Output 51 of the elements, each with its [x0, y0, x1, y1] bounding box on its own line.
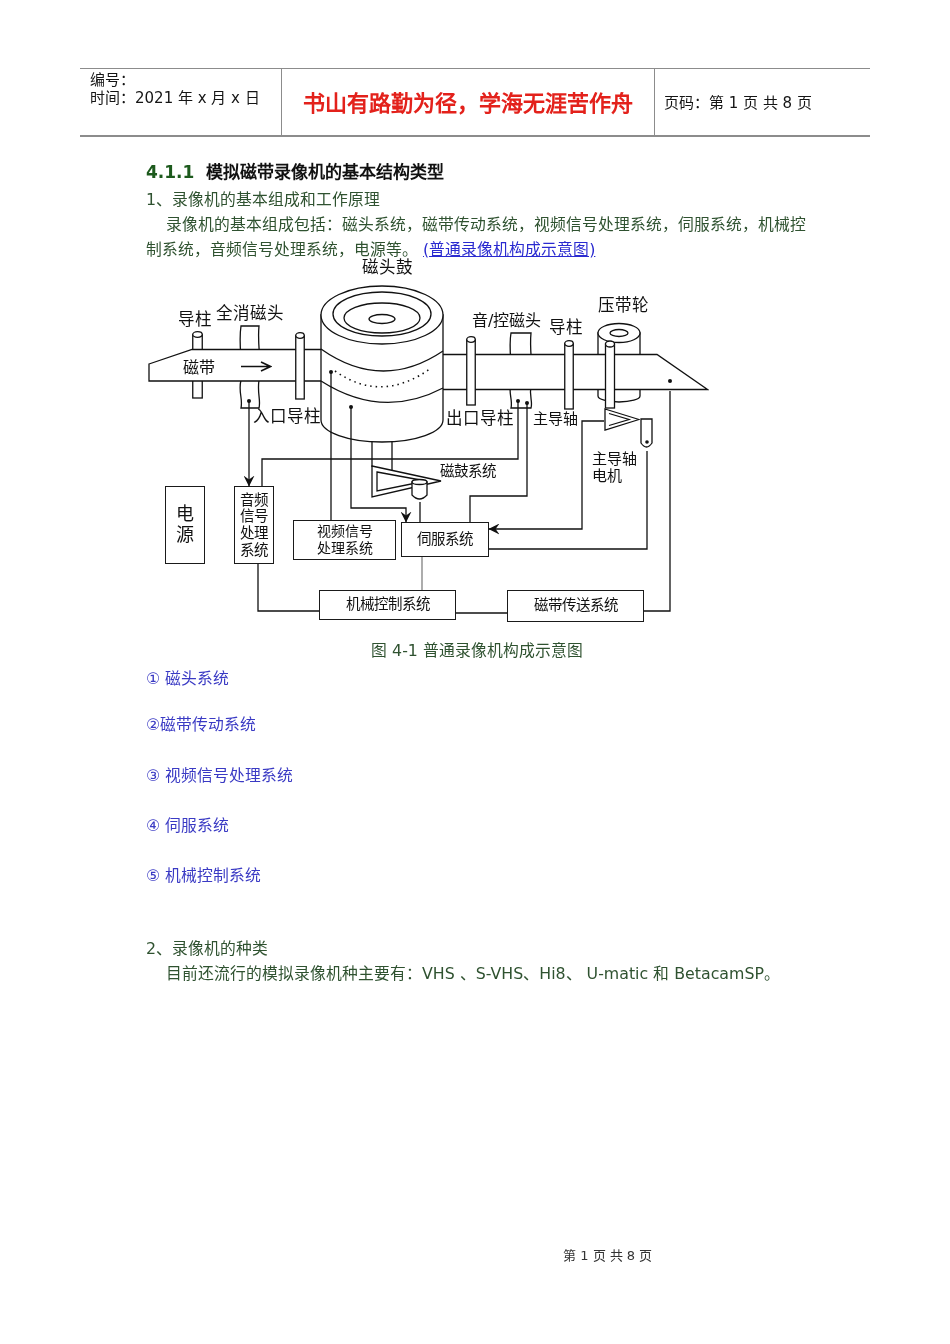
head-drum: [318, 284, 446, 444]
link: (普通录像机构成示意图): [423, 239, 596, 259]
part-label: 音/控磁头: [472, 313, 542, 329]
connector-line: [469, 408, 528, 523]
footer-text: 第 1 页 共 8 页: [563, 1248, 653, 1264]
part-label: 压带轮: [598, 298, 649, 315]
part-label: 主导轴电机: [592, 451, 637, 484]
drum-motor: [370, 464, 442, 502]
connector-line: [421, 556, 423, 591]
header-text: 时间：2021 年 x 月 x 日: [90, 89, 260, 107]
list-item: ① 磁头系统: [146, 668, 230, 688]
arrow: [350, 443, 412, 523]
process-box: 机械控制系统: [319, 590, 456, 620]
connector-line: [257, 563, 320, 612]
motto-text: 书山有路勤为径，学海无涯苦作舟: [301, 91, 634, 117]
part-label: 磁鼓系统: [440, 464, 496, 479]
list-item: ④ 伺服系统: [146, 815, 230, 835]
section-heading: 4.1.1 模拟磁带录像机的基本结构类型: [146, 162, 445, 182]
process-box: 电源: [165, 486, 205, 564]
list-item: ②磁带传动系统: [146, 714, 257, 734]
process-box: 音频信号处理系统: [234, 486, 274, 564]
part-label: 入口导柱: [253, 409, 321, 426]
connector-line: [419, 501, 421, 523]
list-item: ③ 视频信号处理系统: [146, 765, 294, 785]
capstan: [604, 340, 640, 432]
part-label: 出口导柱: [446, 411, 514, 428]
paragraph: 目前还流行的模拟录像机种主要有：VHS 、S-VHS、Hi8、 U-matic 和 BetacamSP。: [166, 963, 780, 983]
arrow: [488, 420, 605, 535]
connector-line: [643, 390, 671, 612]
connector-line: [455, 612, 508, 614]
part-label: 主导轴: [533, 412, 578, 427]
subheading: 1、录像机的基本组成和工作原理: [146, 189, 381, 209]
part-label: 导柱: [178, 312, 212, 329]
capstan-motor: [640, 417, 653, 451]
part-label: 磁头鼓: [362, 260, 413, 277]
paragraph: 录像机的基本组成包括：磁头系统，磁带传动系统，视频信号处理系统，伺服系统，机械控制系统，音频信号处理系统，电源等。 (普通录像机构成示意图): [146, 213, 807, 259]
connector-line: [488, 450, 648, 550]
list-item: ⑤ 机械控制系统: [146, 865, 262, 885]
part-label: 全消磁头: [216, 306, 284, 323]
header-text: 编号：: [90, 71, 135, 89]
figure-caption: 图 4-1 普通录像机构成示意图: [370, 641, 584, 660]
process-box: 伺服系统: [401, 522, 489, 557]
arrow: [243, 408, 255, 487]
connector-line: [330, 443, 332, 521]
header-text: 页码：第 1 页 共 8 页: [664, 94, 812, 112]
part-label: 导柱: [549, 320, 583, 337]
connector-line: [261, 408, 519, 487]
process-box: 磁带传送系统: [507, 590, 644, 622]
drum-shaft: [371, 443, 393, 465]
process-box: 视频信号处理系统: [293, 520, 396, 560]
subheading: 2、录像机的种类: [146, 938, 269, 958]
